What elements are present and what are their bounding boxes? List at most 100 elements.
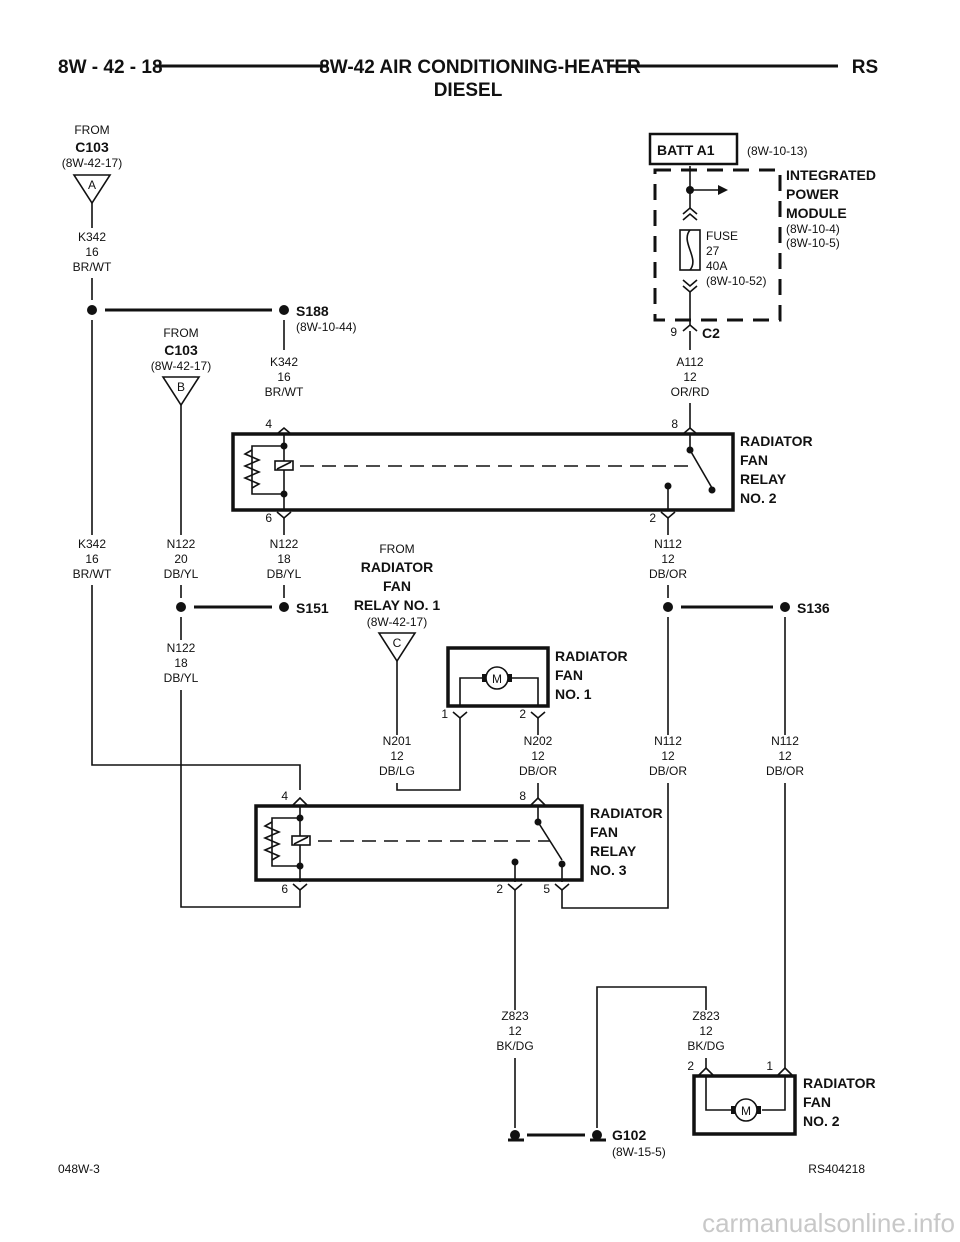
fan2-label-line2: FAN [803, 1094, 831, 1110]
from-relay1-line3: RELAY NO. 1 [354, 597, 441, 613]
fan2-label-line3: NO. 2 [803, 1113, 840, 1129]
relay2-box [231, 432, 735, 512]
batt-a1-ref: (8W-10-13) [747, 144, 807, 158]
relay2-coil-dot-top [280, 442, 288, 450]
ipm-feed-arrowhead [718, 185, 728, 195]
relay3-label-line3: RELAY [590, 843, 637, 859]
fuse-element-icon [686, 229, 694, 271]
wire-label-circuit: N201 [383, 734, 412, 748]
relay2-label-line3: RELAY [740, 471, 787, 487]
wire-label-gauge: 16 [277, 370, 291, 384]
connector-b-triangle [161, 376, 201, 407]
wire-label-gauge: 12 [531, 749, 545, 763]
splice-s136-label: S136 [797, 600, 830, 616]
fan2-pin1-label: 1 [766, 1059, 773, 1073]
relay3-pin6-label: 6 [281, 882, 288, 896]
wire-label-color: DB/OR [649, 567, 687, 581]
relay2-pin8-connector [682, 426, 698, 435]
wire-label-circuit: K342 [78, 537, 106, 551]
fuse-connector-top-b [682, 212, 698, 221]
connector-a-triangle [72, 174, 112, 205]
wire-label-circuit: N112 [654, 734, 682, 748]
relay2-pin2-connector [660, 511, 676, 520]
from-a-connector: C103 [75, 139, 109, 155]
wire-label-color: DB/OR [519, 764, 557, 778]
splice-dot-left [87, 305, 97, 315]
wire-label-circuit: Z823 [692, 1009, 720, 1023]
page-number: 8W - 42 - 18 [58, 57, 163, 78]
ground-g102-label: G102 [612, 1127, 646, 1143]
wire-label-circuit: N112 [771, 734, 799, 748]
splice-s151-dot [279, 602, 289, 612]
fan1-wire-right [512, 677, 539, 706]
fan2-motor-letter: M [741, 1104, 751, 1118]
ground-dot-left [510, 1130, 520, 1140]
relay2-label-line1: RADIATOR [740, 433, 813, 449]
relay2-pin8-label: 8 [671, 417, 678, 431]
wire-label-gauge: 12 [778, 749, 792, 763]
relay2-resistor-icon [242, 449, 262, 489]
splice-s188-dot [279, 305, 289, 315]
ground-g102-ref: (8W-15-5) [612, 1145, 666, 1159]
from-relay1-line1: RADIATOR [361, 559, 434, 575]
fan1-label-line1: RADIATOR [555, 648, 628, 664]
wire-label-color: DB/YL [267, 567, 302, 581]
fuse-ref: (8W-10-52) [706, 274, 766, 288]
wire-label-gauge: 16 [85, 552, 99, 566]
from-relay1-ref: (8W-42-17) [367, 615, 427, 629]
wire-label-gauge: 12 [683, 370, 697, 384]
relay3-label-line4: NO. 3 [590, 862, 627, 878]
from-b-label: FROM [163, 326, 198, 340]
relay3-switch-arm [537, 821, 563, 861]
wire-label-color: DB/LG [379, 764, 415, 778]
wire-label-color: OR/RD [671, 385, 710, 399]
relay2-switch-arm [689, 449, 713, 489]
relay2-coil-dot-bot [280, 490, 288, 498]
wire-label-circuit: K342 [78, 230, 106, 244]
fan2-box [692, 1074, 797, 1136]
connector-c-letter: C [393, 636, 402, 650]
relay2-pin6-connector [276, 511, 292, 520]
wire-label-color: DB/YL [164, 567, 199, 581]
wire-label-color: BK/DG [687, 1039, 724, 1053]
wire-label-circuit: N112 [654, 537, 682, 551]
footer-left-code: 048W-3 [58, 1162, 100, 1176]
wire-label-color: BR/WT [265, 385, 304, 399]
splice-s188-label: S188 [296, 303, 329, 319]
fan1-pin2-label: 2 [519, 707, 526, 721]
relay2-switch-tip [708, 486, 716, 494]
splice-s136-dot [780, 602, 790, 612]
section-title: 8W-42 AIR CONDITIONING-HEATER [319, 57, 641, 78]
connector-c-triangle [377, 632, 417, 663]
watermark: carmanualsonline.info [702, 1208, 955, 1238]
fan2-pin1-connector [777, 1066, 793, 1076]
fan1-motor-icon [485, 666, 509, 690]
footer-right-code: RS404218 [808, 1162, 865, 1176]
wire-n201-lower [396, 718, 461, 791]
relay2-label-line4: NO. 2 [740, 490, 777, 506]
wire-label-circuit: N122 [167, 641, 196, 655]
section-subtitle: DIESEL [434, 80, 503, 101]
relay2-pin2-label: 2 [649, 511, 656, 525]
from-a-label: FROM [74, 123, 109, 137]
from-b-ref: (8W-42-17) [151, 359, 211, 373]
connector-b-letter: B [177, 380, 185, 394]
fan1-pin1-connector [452, 711, 468, 720]
fuse-connector-top-a [682, 206, 698, 215]
ipm-boundary [653, 168, 782, 322]
wire-label-gauge: 12 [699, 1024, 713, 1038]
relay2-label-line2: FAN [740, 452, 768, 468]
relay3-label-line1: RADIATOR [590, 805, 663, 821]
fan1-motor-letter: M [492, 672, 502, 686]
fan2-wire-right [762, 1076, 786, 1111]
fan1-pin1-label: 1 [441, 707, 448, 721]
c2-connector-label: C2 [702, 325, 720, 341]
fan1-wire-left [459, 677, 482, 706]
model-code: RS [852, 57, 878, 78]
fan1-box [446, 646, 550, 708]
relay3-coil-dot-bot [296, 862, 304, 870]
relay3-pin8-connector [530, 796, 546, 806]
relay3-coil-dot-top [296, 814, 304, 822]
batt-a1-label: BATT A1 [657, 142, 715, 158]
